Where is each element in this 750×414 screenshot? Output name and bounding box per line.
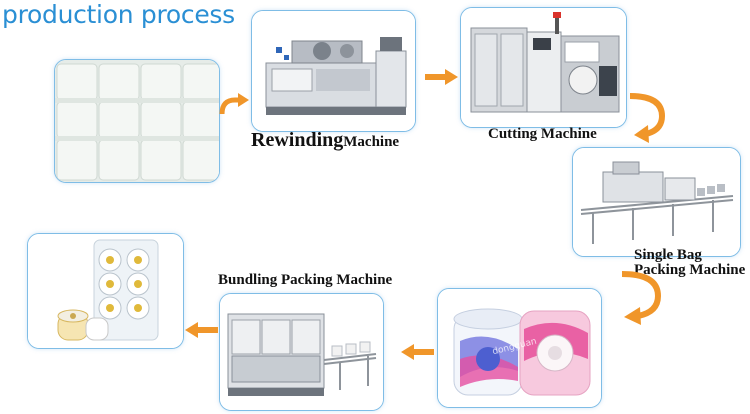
step-raw-paper-box (54, 59, 220, 183)
rewinding-label-main: Rewinding (251, 129, 344, 151)
arrow-icon (425, 69, 458, 85)
rewinding-label-suffix: Machine (343, 134, 400, 150)
step-cutting-box (460, 7, 627, 128)
cutting-label: Cutting Machine (488, 126, 597, 142)
single-bag-label-line1: Single Bag (634, 247, 702, 263)
step-rewinding-box (251, 10, 416, 132)
cutting-machine-illustration (461, 8, 626, 127)
rewinding-label: RewindingMachine (251, 129, 399, 152)
page-title: production process (2, 0, 235, 29)
bundling-label: Bundling Packing Machine (218, 272, 393, 288)
paper-rolls-photo (55, 60, 219, 182)
arrow-icon (629, 93, 666, 143)
arrow-icon (219, 93, 249, 115)
bundling-machine-illustration (220, 294, 383, 410)
single-bag-label-line2: Packing Machine (634, 262, 746, 278)
packaged-rolls-photo (438, 289, 601, 407)
step-bundling-box (219, 293, 384, 411)
arrow-icon (621, 271, 662, 325)
step-bundle-product-box (27, 233, 184, 349)
rewinding-machine-illustration (252, 11, 415, 131)
arrow-icon (401, 344, 434, 360)
bundled-product-photo (28, 234, 183, 348)
single-bag-machine-illustration (573, 148, 740, 256)
step-single-bag-box (572, 147, 741, 257)
step-rolls-box: dongguan (437, 288, 602, 408)
arrow-icon (185, 322, 218, 338)
